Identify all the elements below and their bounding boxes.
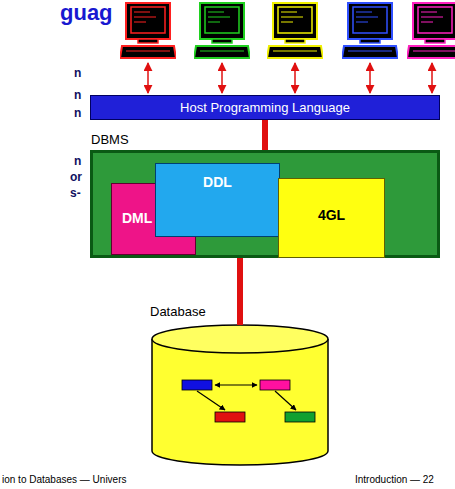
text-fragment: n (74, 154, 81, 168)
computer-icon (267, 3, 323, 58)
text-fragment: s- (70, 186, 81, 200)
double-arrow (431, 63, 433, 93)
node-label: Host Programming Language (180, 100, 350, 115)
double-arrow (221, 63, 223, 93)
text-fragment: n (74, 106, 81, 120)
node-label: 4GL (318, 207, 345, 223)
text-fragment: or (70, 170, 82, 184)
host-language-band: Host Programming Language (90, 95, 440, 120)
thick-link (237, 258, 243, 325)
text-fragment: n (74, 88, 81, 102)
database-cylinder (152, 325, 328, 465)
node-label: DDL (203, 174, 232, 190)
text-fragment: n (74, 66, 81, 80)
ddl-box: DDL (155, 163, 280, 237)
footer-text: ion to Databases — Univers (2, 474, 127, 485)
footer-text: Introduction — 22 (355, 474, 434, 485)
computers (120, 3, 455, 58)
node-label: DML (122, 210, 152, 226)
terminal-links (148, 63, 432, 93)
computer-icon (120, 3, 176, 58)
node-heading: DBMS (91, 132, 129, 147)
thick-link (262, 120, 268, 150)
double-arrow (369, 63, 371, 93)
4gl-box: 4GL (278, 178, 385, 258)
dbms-box: DMLDDL4GLDBMS (90, 150, 440, 258)
title-fragment: guag (60, 0, 113, 26)
node-heading: Database (150, 304, 206, 319)
computer-icon (407, 3, 455, 58)
double-arrow (294, 63, 296, 93)
double-arrow (147, 63, 149, 93)
computer-icon (342, 3, 398, 58)
computer-icon (194, 3, 250, 58)
database-cylinder-node: Database (152, 325, 328, 465)
